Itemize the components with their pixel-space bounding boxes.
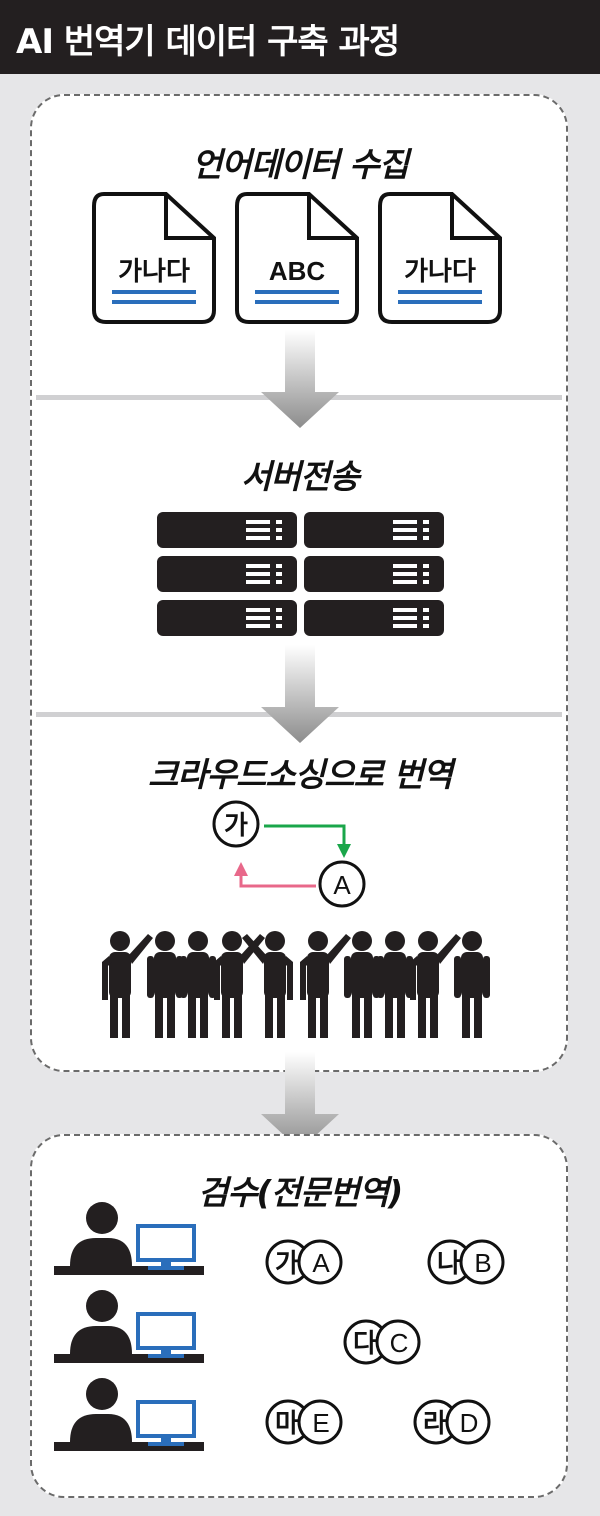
translation-pair: 마 E — [265, 1399, 343, 1445]
korean-char-circle — [212, 800, 260, 848]
pair-korean: 다 — [353, 1328, 377, 1358]
server-rack-icon — [157, 512, 444, 636]
document-text: 가나다 — [118, 256, 190, 286]
translation-pair: 라 D — [413, 1399, 491, 1445]
pair-korean: 나 — [437, 1248, 461, 1278]
english-char-circle — [318, 860, 366, 908]
translation-pair: 나 B — [427, 1239, 505, 1285]
title-bar: AI 번역기 데이터 구축 과정 — [0, 0, 600, 74]
pair-korean: 가 — [275, 1248, 299, 1278]
translation-pair: 가 A — [265, 1239, 343, 1285]
pair-english: E — [312, 1408, 329, 1438]
page-title: AI 번역기 데이터 구축 과정 — [16, 22, 400, 62]
step-collect-heading: 언어데이터 수집 — [191, 145, 409, 184]
pair-english: B — [474, 1248, 491, 1278]
document-text: 가나다 — [404, 256, 476, 286]
translation-pair: 다 C — [343, 1319, 421, 1365]
pair-english: A — [312, 1248, 330, 1278]
pair-korean: 라 — [423, 1408, 447, 1438]
pair-english: C — [390, 1328, 409, 1358]
crowd-people-icon — [102, 931, 490, 1038]
down-arrow-icon — [261, 645, 339, 743]
document-icon: 가나다 — [92, 192, 216, 324]
translation-cycle-diagram: 가 A — [212, 800, 366, 908]
step-review-heading: 검수(전문번역) — [197, 1173, 403, 1212]
down-arrow-icon — [261, 1052, 339, 1150]
step-transfer-heading: 서버전송 — [241, 457, 359, 496]
document-text: ABC — [269, 256, 326, 286]
translation-pairs: 가 A 나 B 다 C 마 E 라 D — [265, 1239, 505, 1445]
pair-english: D — [460, 1408, 479, 1438]
document-icon: 가나다 — [378, 192, 502, 324]
target-char: A — [333, 870, 351, 900]
down-arrow-icon — [261, 330, 339, 428]
document-icons: 가나다 ABC 가나다 — [92, 192, 502, 324]
step-crowd-heading: 크라우드소싱으로 번역 — [147, 755, 453, 794]
pair-korean: 마 — [275, 1408, 299, 1438]
source-char: 가 — [224, 810, 248, 840]
document-icon: ABC — [235, 192, 359, 324]
expert-reviewers-icon — [52, 1200, 206, 1453]
